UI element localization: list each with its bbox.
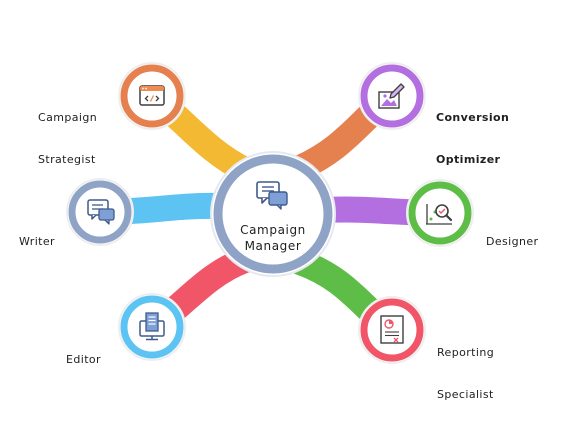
document-monitor-icon xyxy=(139,312,165,341)
center-label: Campaign Manager xyxy=(231,222,315,254)
label-conversion-optimizer-line1: Conversion xyxy=(436,111,510,124)
magnifier-chart-icon xyxy=(426,204,453,225)
role-nodes xyxy=(66,62,474,364)
node-conversion-optimizer xyxy=(358,62,426,130)
report-chart-icon xyxy=(380,315,404,344)
node-editor xyxy=(118,293,186,361)
label-campaign-strategist-line1: Campaign xyxy=(38,111,98,124)
label-writer: Writer xyxy=(19,207,55,277)
center-label-line2: Manager xyxy=(244,239,302,253)
node-writer xyxy=(66,178,134,246)
label-editor: Editor xyxy=(66,325,101,395)
node-designer xyxy=(406,179,474,247)
node-reporting-specialist xyxy=(358,296,426,364)
label-conversion-optimizer: Conversion Optimizer xyxy=(436,83,509,195)
label-designer: Designer xyxy=(486,207,538,277)
center-hub xyxy=(210,151,336,277)
label-designer-line1: Designer xyxy=(486,235,539,248)
label-reporting-specialist: Reporting Specialist xyxy=(437,318,494,430)
chat-bubbles-icon xyxy=(256,181,288,210)
node-campaign-strategist xyxy=(118,62,186,130)
label-writer-line1: Writer xyxy=(19,235,55,248)
label-campaign-strategist-line2: Strategist xyxy=(38,153,96,166)
browser-code-icon xyxy=(139,85,165,106)
label-reporting-specialist-line2: Specialist xyxy=(437,388,494,401)
center-label-line1: Campaign xyxy=(240,223,306,237)
chat-bubbles-icon xyxy=(87,199,115,225)
label-reporting-specialist-line1: Reporting xyxy=(437,346,495,359)
pen-image-icon xyxy=(378,83,405,109)
label-conversion-optimizer-line2: Optimizer xyxy=(436,153,501,166)
label-campaign-strategist: Campaign Strategist xyxy=(38,83,97,195)
label-editor-line1: Editor xyxy=(66,353,101,366)
